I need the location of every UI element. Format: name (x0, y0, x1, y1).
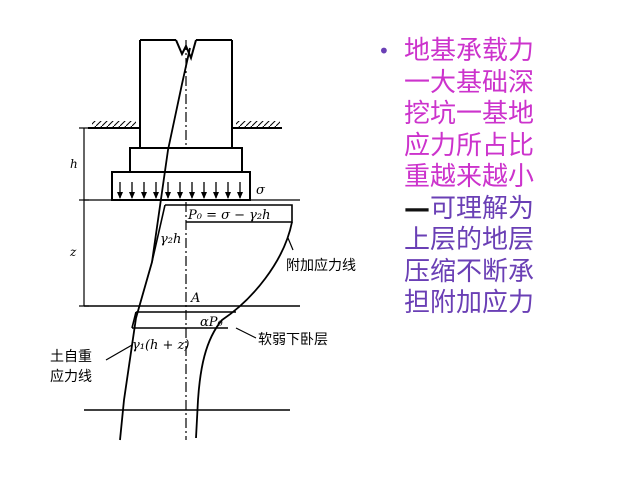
self-weight-stress-line (119, 47, 191, 441)
bullet-text: 地基承载力一大基础深挖坑一基地应力所占比重越来越小—可理解为上层的地层压缩不断承… (404, 36, 534, 320)
label-self-weight-line-2: 应力线 (50, 368, 92, 385)
label-self-weight-line-1: 土自重 (50, 349, 92, 365)
soft-layer-leader (235, 327, 257, 339)
additional-stress-leader (287, 237, 294, 251)
ground-surface (88, 121, 282, 129)
additional-stress-block (186, 204, 293, 223)
label-additional-stress-line: 附加应力线 (286, 257, 356, 274)
alpha-p0-block-left (131, 311, 137, 329)
depth-dimension-line (79, 127, 89, 307)
label-z: z (69, 245, 77, 259)
self-weight-leader (105, 344, 133, 361)
bullet-dash: — (404, 193, 430, 224)
bullet-text-part2: 可理解为上层的地层压缩不断承担附加应力 (404, 193, 535, 319)
label-gamma2h: γ₂h (160, 232, 181, 247)
additional-stress-curve (195, 221, 293, 439)
label-alpha-p0: αP₀ (200, 315, 224, 330)
bullet-text-part1: 地基承载力一大基础深挖坑一基地应力所占比重越来越小 (404, 36, 535, 192)
label-soft-underlying-layer: 软弱下卧层 (258, 332, 328, 348)
label-gamma1: γ₁(h + z) (132, 338, 190, 353)
base-pressure-arrowheads (117, 192, 243, 199)
footing-step (129, 147, 243, 173)
label-p0-formula: P₀ = σ − γ₂h (187, 208, 271, 223)
label-sigma: σ (256, 183, 266, 198)
label-h: h (70, 157, 78, 171)
bullet-panel: • 地基承载力一大基础深挖坑一基地应力所占比重越来越小—可理解为上层的地层压缩不… (378, 36, 538, 320)
bullet-marker: • (378, 39, 390, 63)
label-point-a: A (190, 291, 200, 306)
foundation-stress-diagram: h z σ P₀ = σ − γ₂h γ₂h (50, 39, 356, 441)
